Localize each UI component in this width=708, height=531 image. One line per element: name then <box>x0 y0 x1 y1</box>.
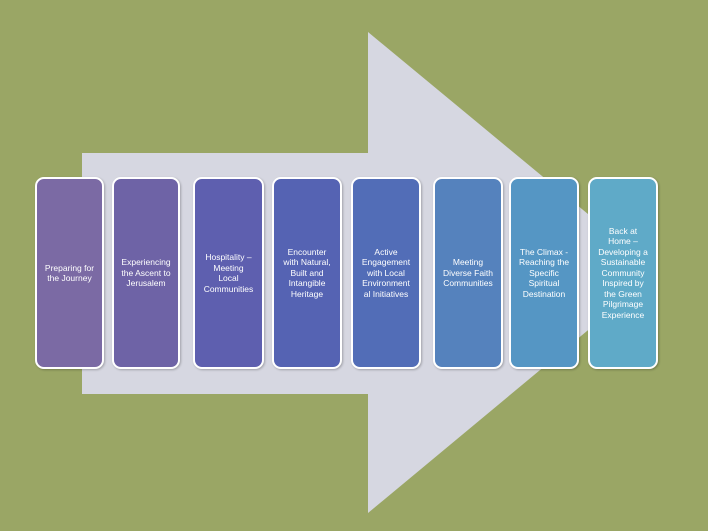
step-label-back-at-home: Back at Home – Developing a Sustainable … <box>598 225 648 320</box>
step-label-preparing-for-the-journey: Preparing for the Journey <box>44 262 95 284</box>
step-box-experiencing-the-ascent: Experiencing the Ascent to Jerusalem <box>112 177 180 369</box>
step-box-encounter-heritage: Encounter with Natural, Built and Intang… <box>272 177 342 369</box>
step-box-hospitality: Hospitality – Meeting Local Communities <box>193 177 264 369</box>
step-box-the-climax: The Climax - Reaching the Specific Spiri… <box>509 177 579 369</box>
step-label-active-engagement: Active Engagement with Local Environment… <box>361 246 411 299</box>
step-box-active-engagement: Active Engagement with Local Environment… <box>351 177 421 369</box>
step-label-the-climax: The Climax - Reaching the Specific Spiri… <box>518 246 570 299</box>
step-label-hospitality: Hospitality – Meeting Local Communities <box>203 252 254 294</box>
step-box-meeting-diverse-faith: Meeting Diverse Faith Communities <box>433 177 503 369</box>
step-label-encounter-heritage: Encounter with Natural, Built and Intang… <box>283 246 331 299</box>
step-box-preparing-for-the-journey: Preparing for the Journey <box>35 177 104 369</box>
step-label-meeting-diverse-faith: Meeting Diverse Faith Communities <box>442 257 494 289</box>
step-box-back-at-home: Back at Home – Developing a Sustainable … <box>588 177 658 369</box>
step-label-experiencing-the-ascent: Experiencing the Ascent to Jerusalem <box>121 257 171 289</box>
